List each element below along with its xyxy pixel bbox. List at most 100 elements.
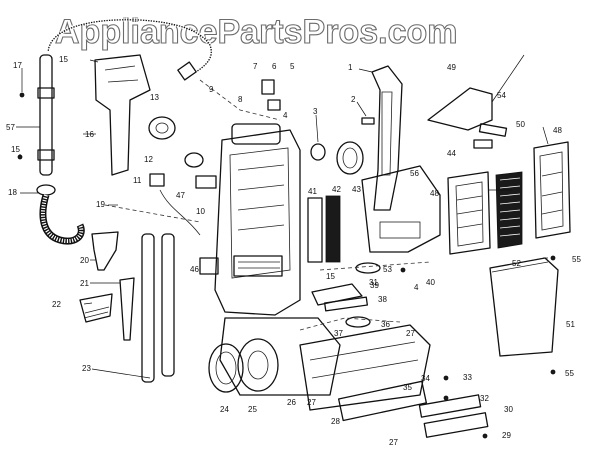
callout-28: 28	[331, 417, 340, 426]
callout-4: 4	[283, 111, 288, 120]
callout-29: 29	[502, 431, 511, 440]
wheel-part	[208, 343, 244, 393]
callout-30: 30	[504, 405, 513, 414]
callout-18: 18	[8, 188, 17, 197]
callout-46: 46	[190, 265, 199, 274]
callout-40: 40	[426, 278, 435, 287]
bumper-strip-part	[418, 394, 489, 438]
watermark-text: AppliancePartsPros.com	[55, 13, 457, 51]
callout-5: 5	[290, 62, 295, 71]
callout-37: 37	[334, 329, 343, 338]
callout-23: 23	[82, 364, 91, 373]
filter-element	[495, 171, 523, 249]
callout-15: 15	[11, 145, 20, 154]
small-fittings	[261, 79, 375, 161]
callout-19: 19	[96, 200, 105, 209]
pre-filter-part	[307, 195, 341, 263]
callout-47: 47	[176, 191, 185, 200]
callout-6: 6	[272, 62, 277, 71]
callout-51: 51	[566, 320, 575, 329]
callout-36: 36	[381, 320, 390, 329]
handle-part	[94, 54, 151, 176]
callout-54: 54	[497, 91, 506, 100]
callout-44: 44	[447, 149, 456, 158]
agitator-part	[311, 283, 371, 328]
callout-25: 25	[248, 405, 257, 414]
callout-4: 4	[414, 283, 419, 292]
switch-part	[149, 173, 165, 187]
callout-2: 2	[351, 95, 356, 104]
callout-21: 21	[80, 279, 89, 288]
callout-57: 57	[6, 123, 15, 132]
callout-9: 9	[209, 85, 214, 94]
cord-part	[159, 189, 201, 236]
callout-27: 27	[307, 398, 316, 407]
dirt-cup-base-part	[361, 165, 441, 253]
motor-cup-part	[148, 116, 176, 140]
callout-12: 12	[144, 155, 153, 164]
lower-hose-part	[39, 193, 85, 245]
callout-32: 32	[480, 394, 489, 403]
wand-tube-part	[36, 54, 56, 196]
callout-27: 27	[389, 438, 398, 447]
guide-line-2	[299, 317, 401, 331]
callout-27: 27	[406, 329, 415, 338]
guide-line-3	[319, 261, 431, 271]
callouts: 1 2 3 4 4 5 6 7 8 9 10 11 12 13 15 15 15…	[6, 55, 581, 447]
dirt-cup-part	[489, 257, 559, 357]
hose-part	[46, 17, 214, 81]
callout-17: 17	[13, 61, 22, 70]
callout-3: 3	[313, 107, 318, 116]
cord-dash	[104, 204, 201, 223]
callout-42: 42	[332, 185, 341, 194]
callout-43: 43	[352, 185, 361, 194]
guide-line-1	[199, 79, 281, 121]
gasket-part	[355, 262, 381, 274]
callout-48: 48	[553, 126, 562, 135]
callout-11: 11	[133, 176, 142, 185]
callout-31: 31	[369, 278, 378, 287]
callout-53: 53	[383, 265, 392, 274]
callout-7: 7	[253, 62, 258, 71]
latch-parts	[473, 123, 508, 149]
filter-frame-left	[447, 171, 491, 255]
callout-35: 35	[403, 383, 412, 392]
callout-56: 56	[410, 169, 419, 178]
callout-1: 1	[348, 63, 353, 72]
callout-55: 55	[572, 255, 581, 264]
callout-39: 39	[370, 281, 379, 290]
callout-52: 52	[512, 259, 521, 268]
callout-16: 16	[85, 130, 94, 139]
callout-15: 15	[59, 55, 68, 64]
brush-tool-part	[79, 293, 113, 323]
callout-13: 13	[150, 93, 159, 102]
callout-22: 22	[52, 300, 61, 309]
callout-49: 49	[447, 63, 456, 72]
callout-24: 24	[220, 405, 229, 414]
main-body-part	[214, 123, 301, 316]
callout-8: 8	[238, 95, 243, 104]
callout-48: 48	[430, 189, 439, 198]
callout-33: 33	[463, 373, 472, 382]
crevice-tool-part	[119, 277, 135, 341]
motor-part	[237, 338, 279, 392]
callout-41: 41	[308, 187, 317, 196]
callout-50: 50	[516, 120, 525, 129]
base-nozzle-part	[219, 317, 431, 422]
ring-part	[184, 152, 204, 168]
bracket-part	[195, 175, 217, 189]
callout-26: 26	[287, 398, 296, 407]
leader-lines	[16, 54, 549, 379]
callout-10: 10	[196, 207, 205, 216]
callout-38: 38	[378, 295, 387, 304]
upholstery-tool-part	[91, 231, 119, 271]
callout-34: 34	[421, 374, 430, 383]
dirt-cup-handle-part	[371, 65, 403, 211]
seal-ring-part	[336, 141, 364, 175]
extension-wands-part	[141, 233, 175, 383]
callout-15: 15	[326, 272, 335, 281]
callout-55: 55	[565, 369, 574, 378]
small-block-part	[199, 257, 219, 275]
